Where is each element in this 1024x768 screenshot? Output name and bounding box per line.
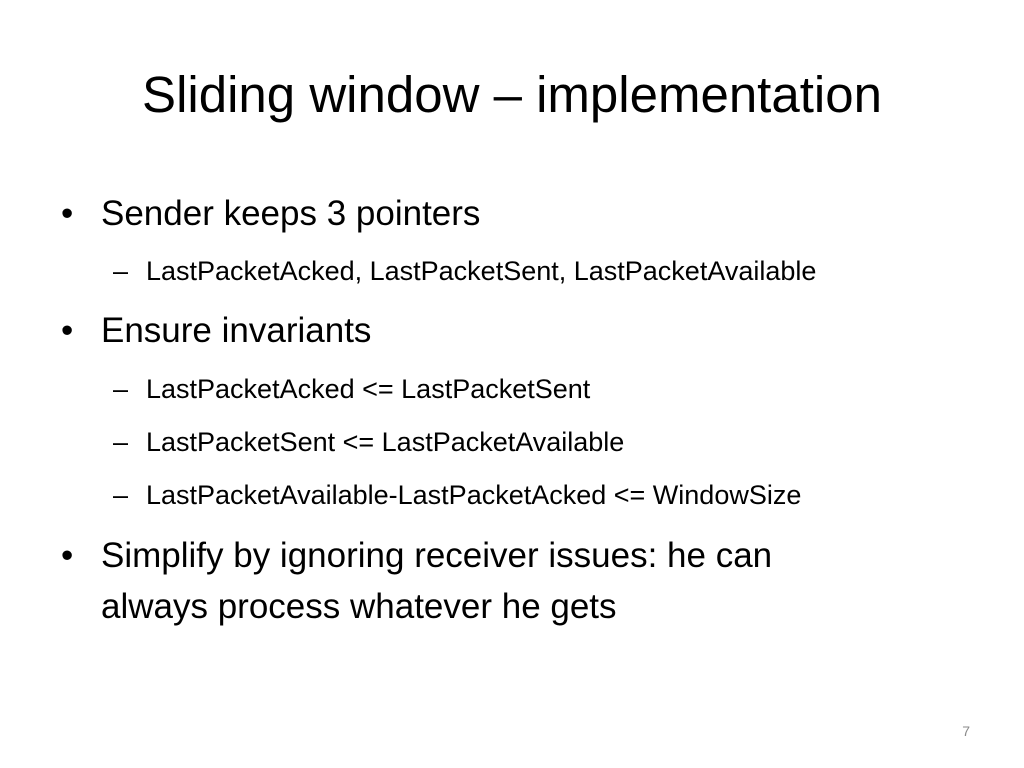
sub-bullet-marker: – (113, 427, 129, 457)
bullet-text: Ensure invariants (101, 311, 372, 350)
sub-bullet-text: LastPacketAcked <= LastPacketSent (146, 374, 591, 404)
sub-bullet-item: – LastPacketAvailable-LastPacketAcked <=… (113, 477, 986, 513)
bullet-text-line-2: always process whatever he gets (101, 587, 617, 626)
page-number: 7 (962, 723, 970, 739)
sub-bullet-text: LastPacketAvailable-LastPacketAcked <= W… (146, 480, 802, 510)
bullet-item: • Ensure invariants (61, 305, 901, 356)
bullet-text-line-1: Simplify by ignoring receiver issues: he… (101, 536, 773, 575)
bullet-marker: • (61, 536, 74, 575)
bullet-text: Sender keeps 3 pointers (101, 194, 481, 233)
bullet-item: • Sender keeps 3 pointers (61, 188, 901, 239)
sub-bullet-marker: – (113, 374, 129, 404)
sub-bullet-marker: – (113, 480, 129, 510)
sub-bullet-item: – LastPacketAcked, LastPacketSent, LastP… (113, 253, 986, 289)
bullet-item: • Simplify by ignoring receiver issues: … (61, 530, 901, 632)
bullet-marker: • (61, 194, 74, 233)
sub-bullet-marker: – (113, 256, 129, 286)
bullet-marker: • (61, 311, 74, 350)
slide-title: Sliding window – implementation (142, 66, 882, 123)
sub-bullet-item: – LastPacketAcked <= LastPacketSent (113, 371, 986, 407)
sub-bullet-text: LastPacketSent <= LastPacketAvailable (146, 427, 625, 457)
sub-bullet-text: LastPacketAcked, LastPacketSent, LastPac… (146, 256, 817, 286)
sub-bullet-item: – LastPacketSent <= LastPacketAvailable (113, 424, 986, 460)
